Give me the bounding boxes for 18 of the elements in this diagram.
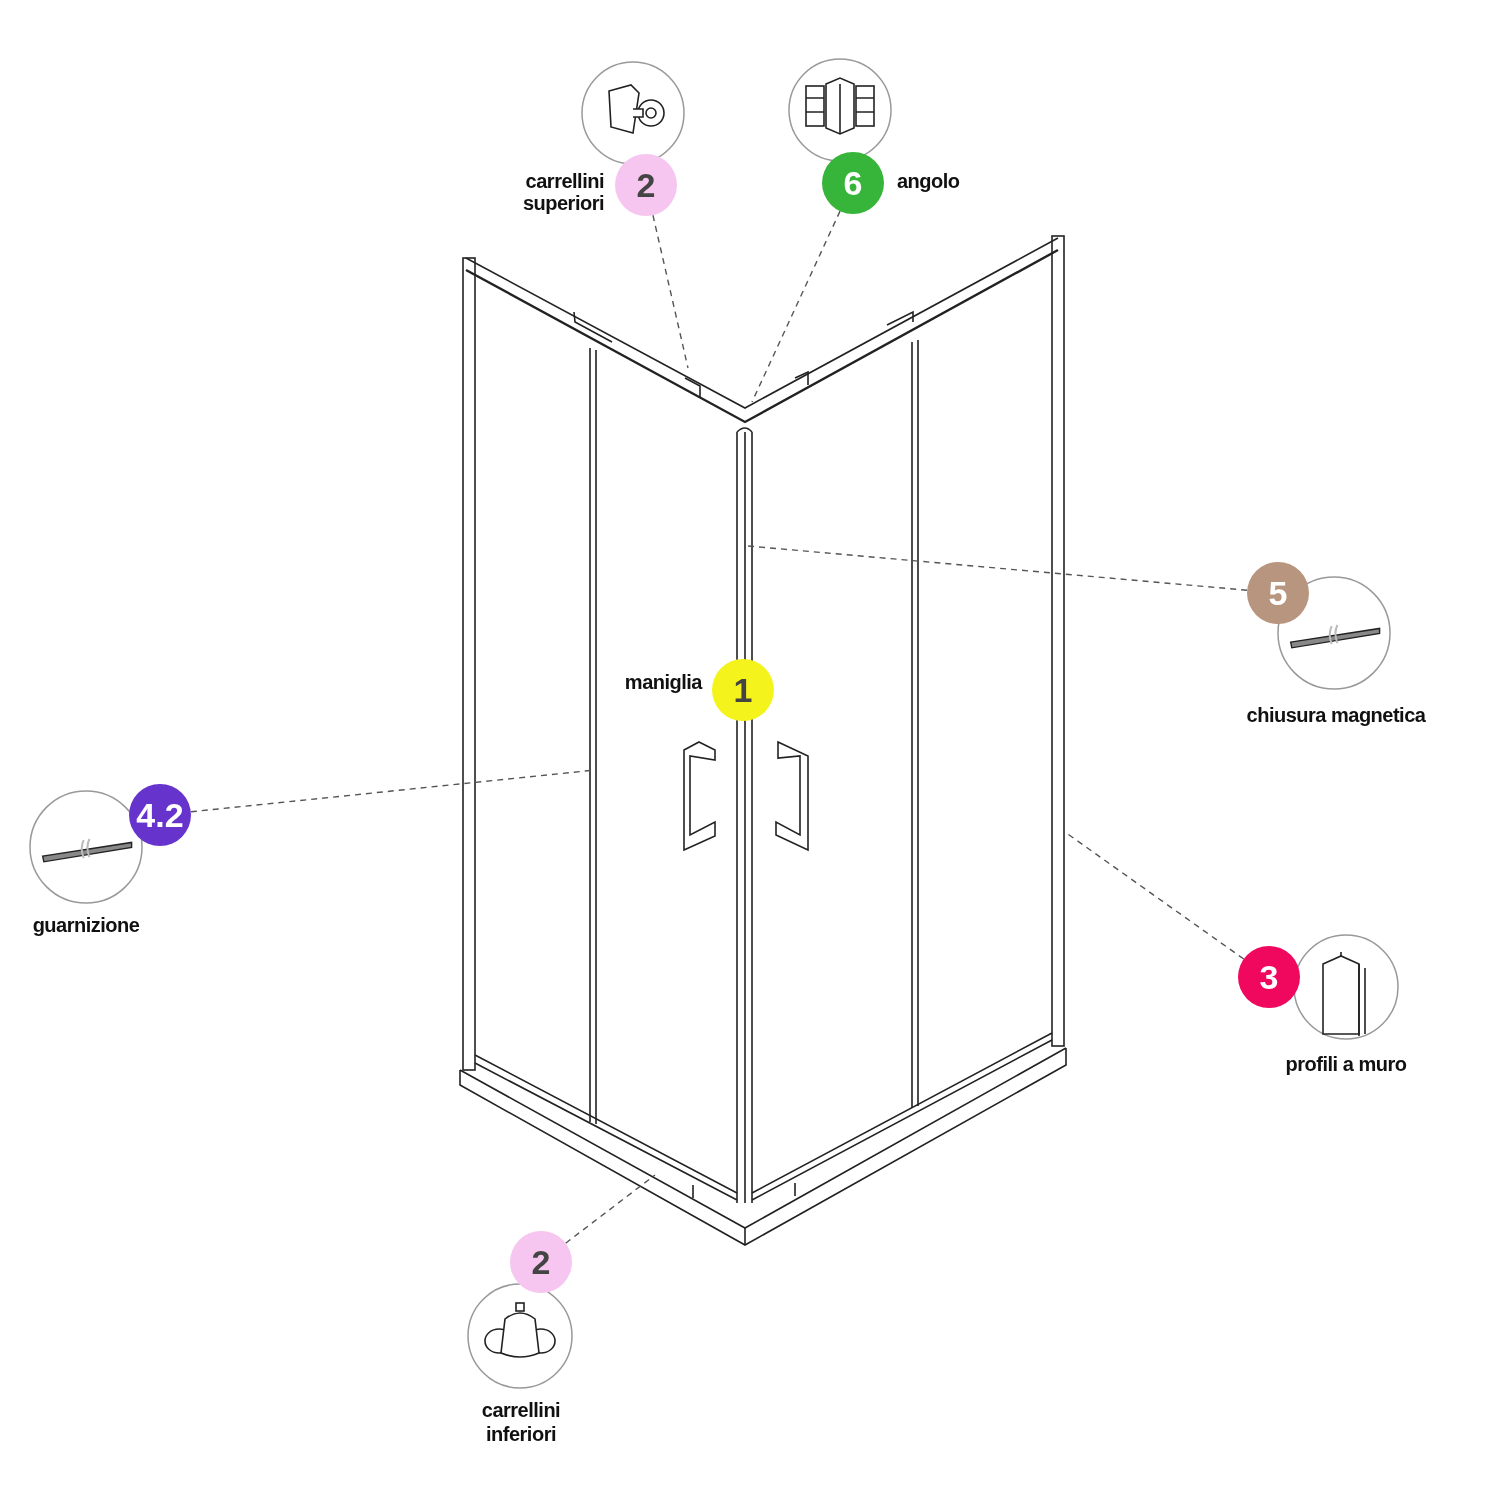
part-name: carrellini superiori <box>521 170 604 214</box>
part-name: carrellini inferiori <box>480 1398 562 1446</box>
part-name: profili a muro <box>1284 1053 1408 1075</box>
callout-number: 4.2 <box>129 784 191 846</box>
leader-line <box>751 210 841 403</box>
callout-number: 3 <box>1238 946 1300 1008</box>
part-name: chiusura magnetica <box>1245 703 1427 727</box>
part-name: guarnizione <box>31 914 141 936</box>
leader-line <box>652 214 689 369</box>
leader-line <box>564 1174 656 1244</box>
leader-line <box>747 545 1248 591</box>
callout-number: 5 <box>1247 562 1309 624</box>
part-name: angolo <box>897 170 961 192</box>
callout-number: 2 <box>615 154 677 216</box>
callout-number: 6 <box>822 152 884 214</box>
callout-number: 2 <box>510 1231 572 1293</box>
callout-number: 1 <box>712 659 774 721</box>
part-name: maniglia <box>623 671 702 693</box>
